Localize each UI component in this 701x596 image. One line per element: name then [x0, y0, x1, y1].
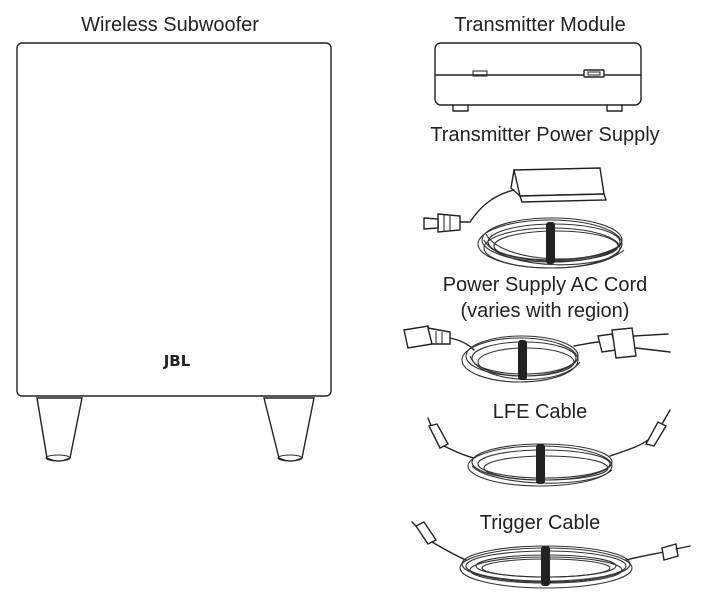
subwoofer-label: Wireless Subwoofer: [81, 14, 259, 36]
trigger-cable-illustration: [411, 521, 691, 589]
trigger-cable-label: Trigger Cable: [479, 512, 601, 534]
transmitter-module-illustration: [434, 42, 642, 112]
power-supply-illustration: [423, 167, 625, 269]
subwoofer-illustration: [16, 42, 332, 462]
transmitter-label: Transmitter Module: [454, 14, 626, 36]
ac-cord-illustration: [403, 325, 671, 383]
lfe-cable-label: LFE Cable: [492, 401, 588, 423]
ac-cord-sublabel: (varies with region): [460, 300, 630, 322]
power-supply-label: Transmitter Power Supply: [430, 124, 660, 146]
lfe-cable-illustration: [427, 409, 671, 487]
jbl-logo: JBL: [163, 352, 191, 370]
ac-cord-label: Power Supply AC Cord: [442, 274, 648, 296]
